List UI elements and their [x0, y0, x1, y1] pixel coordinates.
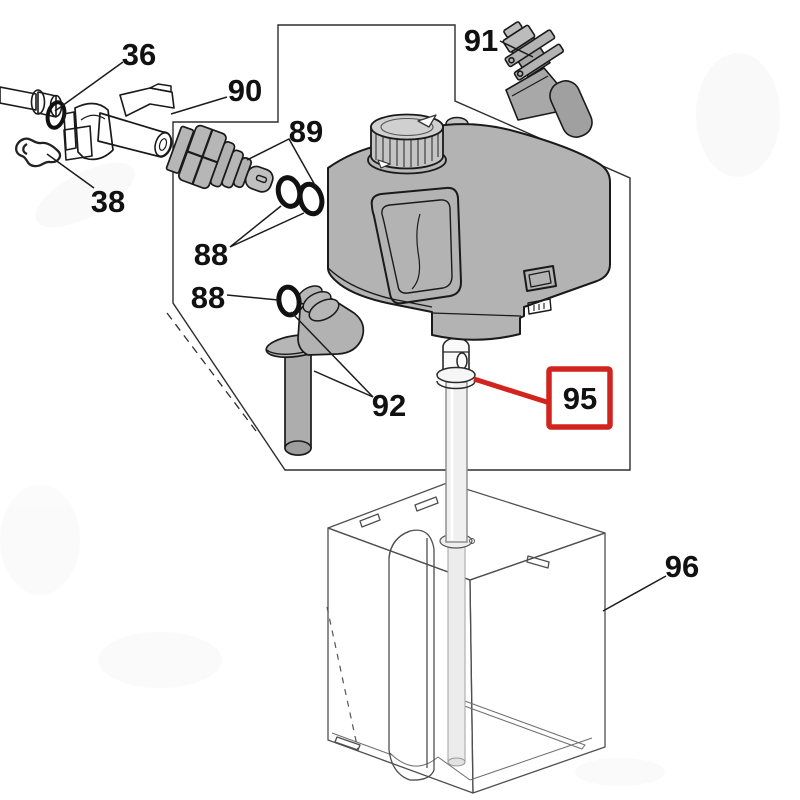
inlet-barb — [0, 86, 37, 111]
part-88-o-ring-right — [297, 181, 325, 217]
part-38-clip — [15, 137, 62, 168]
container-front-channel — [388, 529, 435, 781]
part-90-valve-assembly — [0, 83, 175, 168]
valve-body — [74, 102, 114, 161]
leader-96 — [602, 575, 667, 612]
part-92-elbow — [265, 285, 365, 456]
container-right-face — [469, 532, 606, 794]
label-part-90[interactable]: 90 — [228, 73, 262, 108]
tank-latch-window — [523, 265, 557, 315]
boundary-dashed-line — [166, 312, 257, 432]
part-labels: 36 90 38 89 88 88 91 92 96 — [91, 23, 699, 584]
upper-tank — [327, 113, 611, 341]
highlight-box-95[interactable] — [546, 366, 613, 430]
part-96-container — [326, 482, 606, 794]
highlight-part-95[interactable]: 95 — [473, 366, 613, 430]
tube-valve-cap — [436, 337, 476, 390]
leader-36 — [54, 61, 124, 112]
leader-91 — [499, 40, 534, 58]
part-91-fitting — [502, 21, 593, 138]
cap-arrow-mark — [417, 114, 437, 128]
scan-noise — [0, 53, 780, 786]
part-88-o-ring-lower — [276, 284, 302, 318]
valve-bracket — [119, 87, 175, 117]
tube-lower-section — [447, 542, 466, 763]
label-part-89[interactable]: 89 — [289, 114, 323, 149]
tank-cap — [367, 113, 447, 175]
label-part-36[interactable]: 36 — [122, 37, 156, 72]
part-89-connector — [165, 124, 274, 193]
leader-92 — [290, 311, 374, 398]
label-part-95[interactable]: 95 — [563, 381, 597, 416]
part-95-tube — [436, 337, 476, 767]
label-part-38[interactable]: 38 — [91, 184, 125, 219]
leader-38 — [46, 153, 95, 189]
label-part-92[interactable]: 92 — [372, 388, 406, 423]
leader-lines — [46, 40, 667, 612]
label-part-88-lower[interactable]: 88 — [191, 280, 225, 315]
leader-89 — [246, 138, 317, 188]
label-part-88-upper[interactable]: 88 — [194, 237, 228, 272]
elbow-pipe — [284, 349, 312, 456]
label-part-91[interactable]: 91 — [464, 23, 498, 58]
label-part-96[interactable]: 96 — [665, 549, 699, 584]
leader-88a — [229, 205, 305, 248]
highlight-leader-95 — [473, 376, 554, 407]
container-dashed-mark — [326, 606, 359, 751]
leader-90 — [170, 96, 228, 115]
elbow-barb-ridges — [297, 285, 340, 322]
container-slots — [334, 496, 550, 751]
leader-88b — [226, 294, 279, 301]
tank-handle-cutout — [370, 186, 462, 305]
tube-upper-section — [445, 381, 468, 543]
